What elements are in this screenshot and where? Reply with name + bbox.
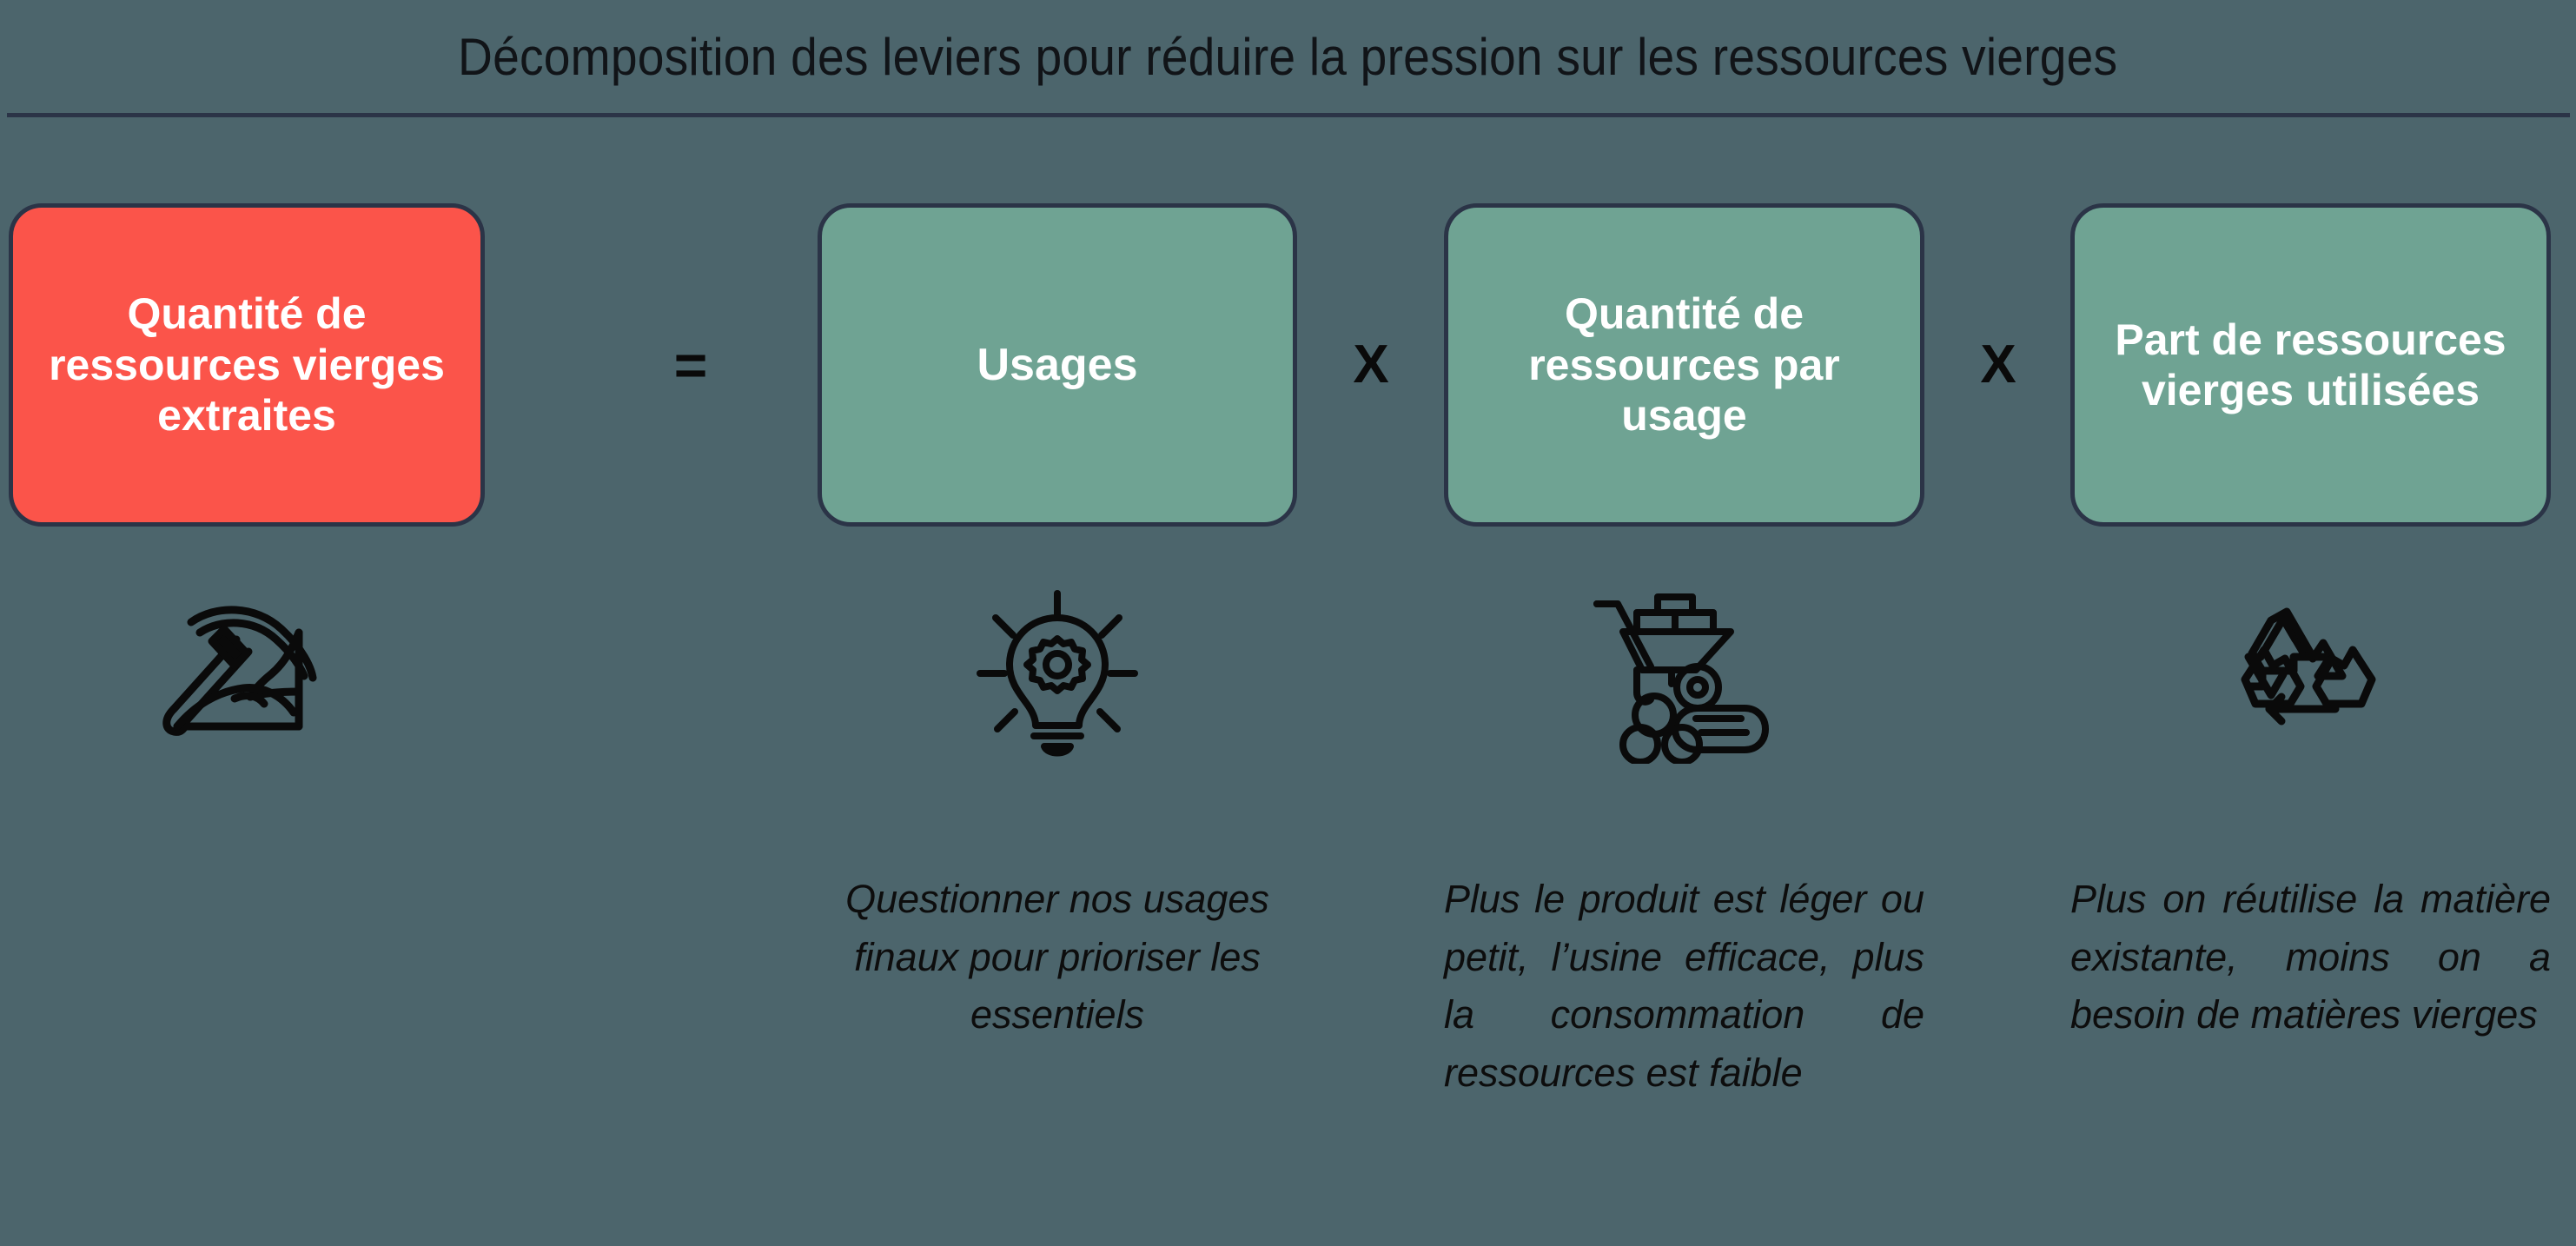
lightbulb-gear-icon [818,573,1297,773]
operator-times-glyph: X [1980,335,2016,394]
pickaxe-rock-icon [9,573,485,773]
wheelbarrow-logs-icon [1444,573,1924,773]
header-divider [7,113,2570,117]
factor-box-usages[interactable]: Usages [818,203,1297,527]
operator-equals-glyph: = [673,333,708,397]
factor-box-label: Usages [977,339,1138,390]
factor-box-virgin-share[interactable]: Part de ressources vierges utilisées [2070,203,2551,527]
page-title: Décomposition des leviers pour réduire l… [458,27,2118,86]
caption-usages: Questionner nos usages finaux pour prior… [845,877,1269,1037]
page-header: Décomposition des leviers pour réduire l… [0,0,2576,114]
factor-box-label: Quantité de ressources par usage [1528,289,1840,441]
result-box-label: Quantité de ressources vierges extraites [49,289,445,441]
caption-virgin-share: Plus on réutilise la matière existante, … [2070,877,2551,1037]
operator-times-glyph: X [1353,335,1389,394]
factor-box-label: Part de ressources vierges utilisées [2115,315,2506,415]
recycle-icon [2070,573,2551,773]
operator-equals: = [573,203,808,527]
factor-box-resources-per-usage[interactable]: Quantité de ressources par usage [1444,203,1924,527]
operator-times-1: X [1303,203,1439,527]
result-box-virgin-resources-extracted[interactable]: Quantité de ressources vierges extraites [9,203,485,527]
operator-times-2: X [1930,203,2066,527]
caption-resources-per-usage: Plus le produit est léger ou petit, l’us… [1444,877,1924,1095]
